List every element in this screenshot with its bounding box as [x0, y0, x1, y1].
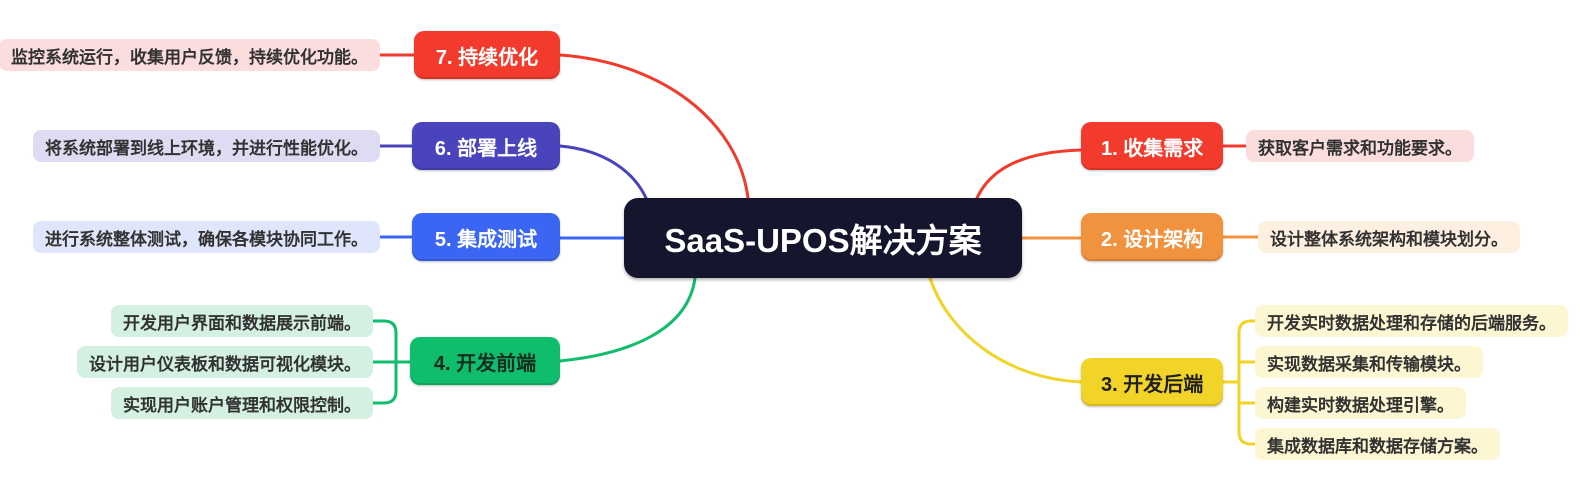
branch-node-5[interactable]: 5. 集成测试: [412, 213, 560, 261]
leaf-2-1[interactable]: 设计整体系统架构和模块划分。: [1258, 221, 1520, 253]
leaf-4-3[interactable]: 实现用户账户管理和权限控制。: [111, 387, 373, 419]
leaf-7-1[interactable]: 监控系统运行，收集用户反馈，持续优化功能。: [0, 39, 380, 71]
leaf-3-1[interactable]: 开发实时数据处理和存储的后端服务。: [1255, 305, 1568, 337]
branch-3-leaf-bracket: [1237, 319, 1257, 446]
branch-6-root-link: [558, 144, 648, 200]
leaf-4-1[interactable]: 开发用户界面和数据展示前端。: [111, 305, 373, 337]
branch-node-4[interactable]: 4. 开发前端: [410, 337, 560, 385]
branch-4-root-link: [558, 276, 697, 363]
leaf-3-3[interactable]: 构建实时数据处理引擎。: [1255, 387, 1466, 419]
leaf-5-1[interactable]: 进行系统整体测试，确保各模块协同工作。: [33, 221, 380, 253]
branch-node-6[interactable]: 6. 部署上线: [412, 122, 560, 170]
branch-3-root-link: [928, 276, 1083, 384]
branch-7-root-link: [558, 53, 750, 200]
branch-1-root-link: [975, 148, 1083, 200]
leaf-1-1[interactable]: 获取客户需求和功能要求。: [1246, 130, 1474, 162]
branch-node-7[interactable]: 7. 持续优化: [414, 31, 560, 79]
leaf-6-1[interactable]: 将系统部署到线上环境，并进行性能优化。: [33, 130, 380, 162]
branch-node-3[interactable]: 3. 开发后端: [1081, 358, 1224, 406]
root-node[interactable]: SaaS-UPOS解决方案: [624, 198, 1022, 278]
branch-node-1[interactable]: 1. 收集需求: [1081, 122, 1224, 170]
leaf-3-2[interactable]: 实现数据采集和传输模块。: [1255, 346, 1483, 378]
branch-node-2[interactable]: 2. 设计架构: [1081, 213, 1224, 261]
leaf-3-4[interactable]: 集成数据库和数据存储方案。: [1255, 428, 1500, 460]
leaf-4-2[interactable]: 设计用户仪表板和数据可视化模块。: [77, 346, 373, 378]
